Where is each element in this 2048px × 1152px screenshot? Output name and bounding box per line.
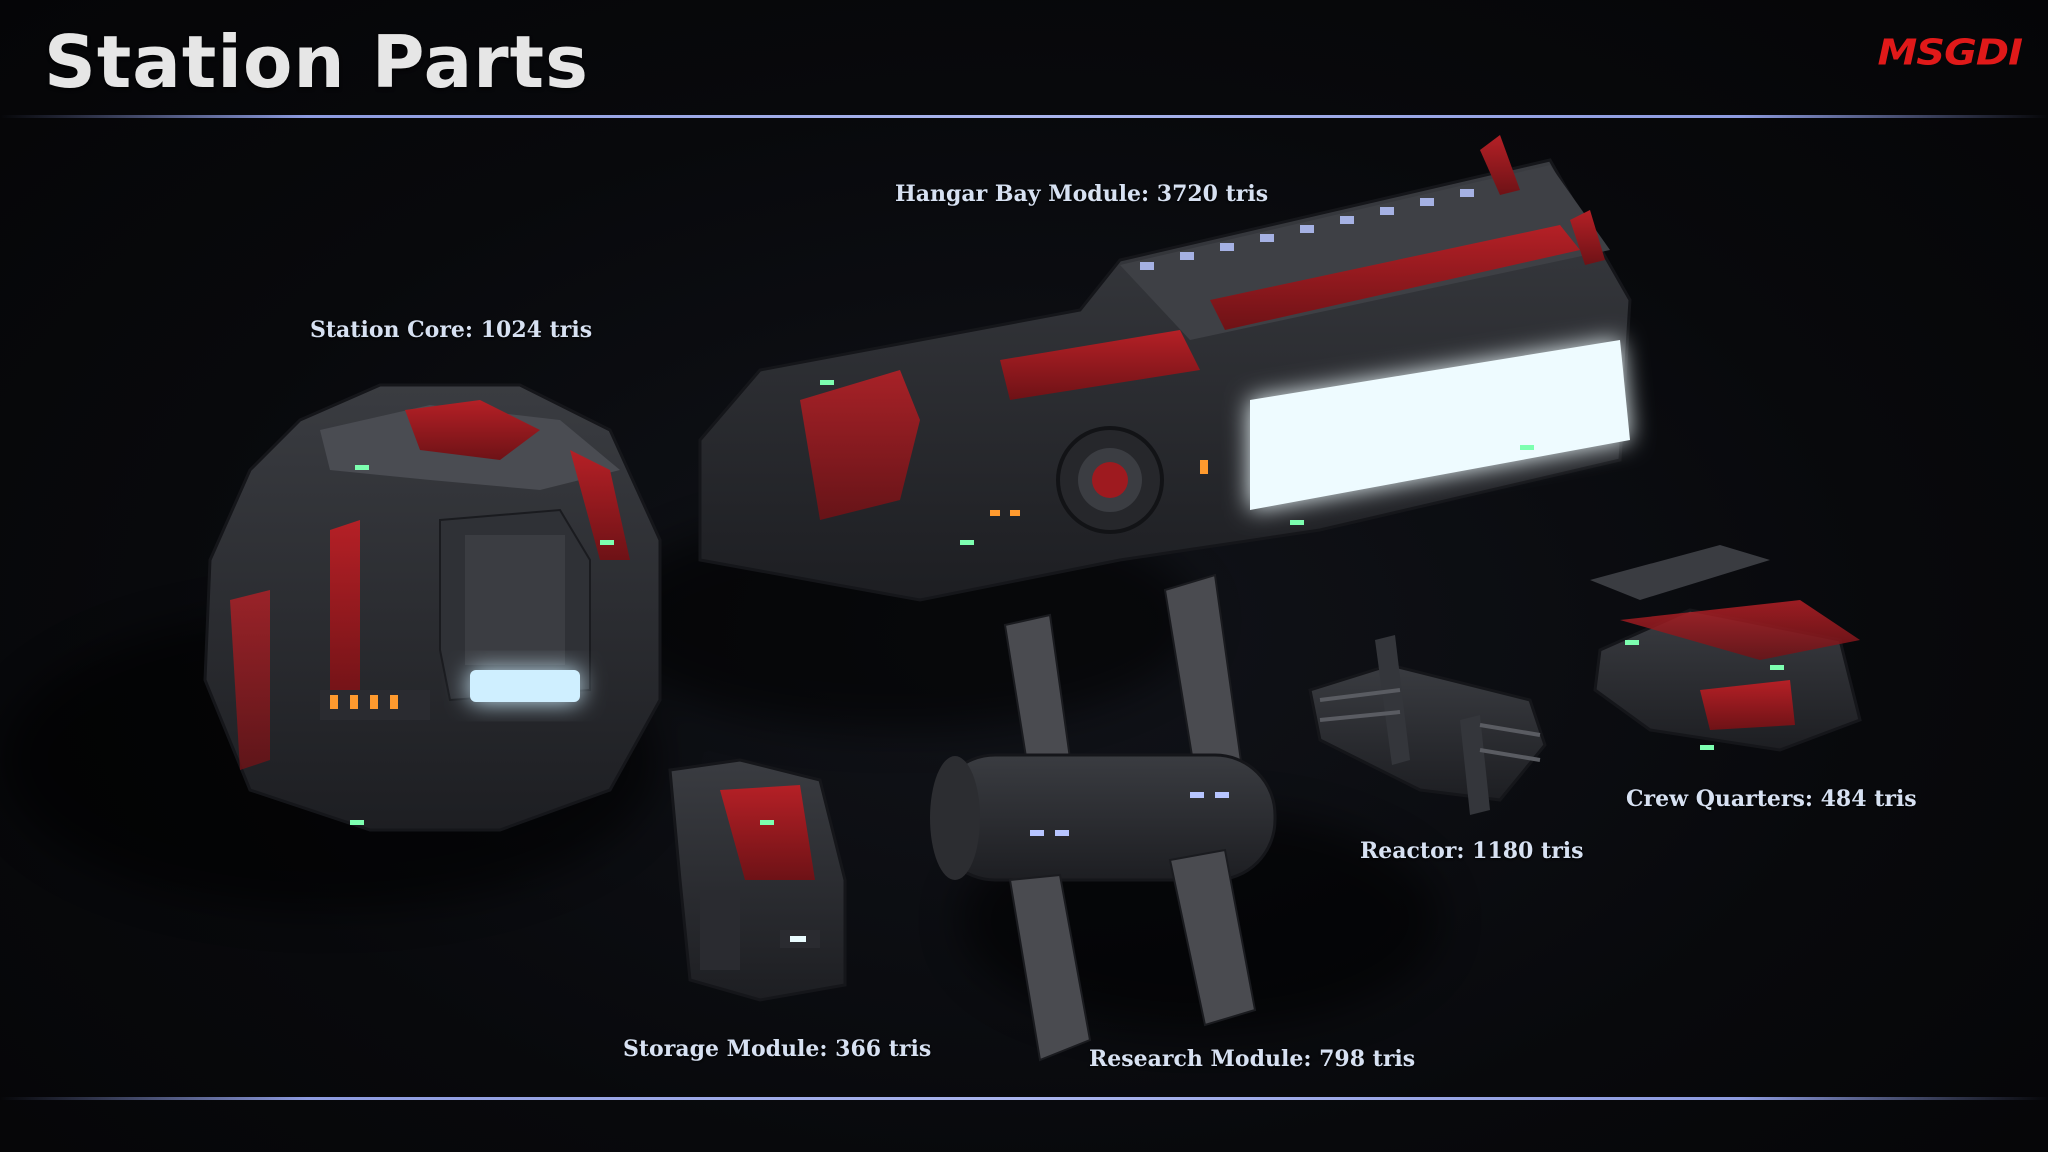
station-core-model bbox=[203, 383, 662, 832]
page-title: Station Parts bbox=[44, 20, 589, 104]
reactor-model bbox=[1308, 635, 1547, 815]
hangar-bay-module-model bbox=[698, 135, 1632, 602]
part-label-crew-quarters: Crew Quarters: 484 tris bbox=[1626, 786, 1917, 812]
brand-logo: MSGDI bbox=[1877, 32, 2023, 74]
bottom-divider bbox=[0, 1097, 2048, 1100]
research-module-model bbox=[930, 573, 1277, 1062]
part-label-research-module: Research Module: 798 tris bbox=[1089, 1046, 1416, 1072]
part-label-station-core: Station Core: 1024 tris bbox=[310, 317, 593, 343]
part-label-hangar-bay: Hangar Bay Module: 3720 tris bbox=[895, 181, 1269, 207]
top-divider bbox=[0, 115, 2048, 118]
part-label-storage-module: Storage Module: 366 tris bbox=[623, 1036, 932, 1062]
crew-quarters-model bbox=[1590, 545, 1862, 752]
part-label-reactor: Reactor: 1180 tris bbox=[1360, 838, 1584, 864]
storage-module-model bbox=[668, 758, 847, 1002]
